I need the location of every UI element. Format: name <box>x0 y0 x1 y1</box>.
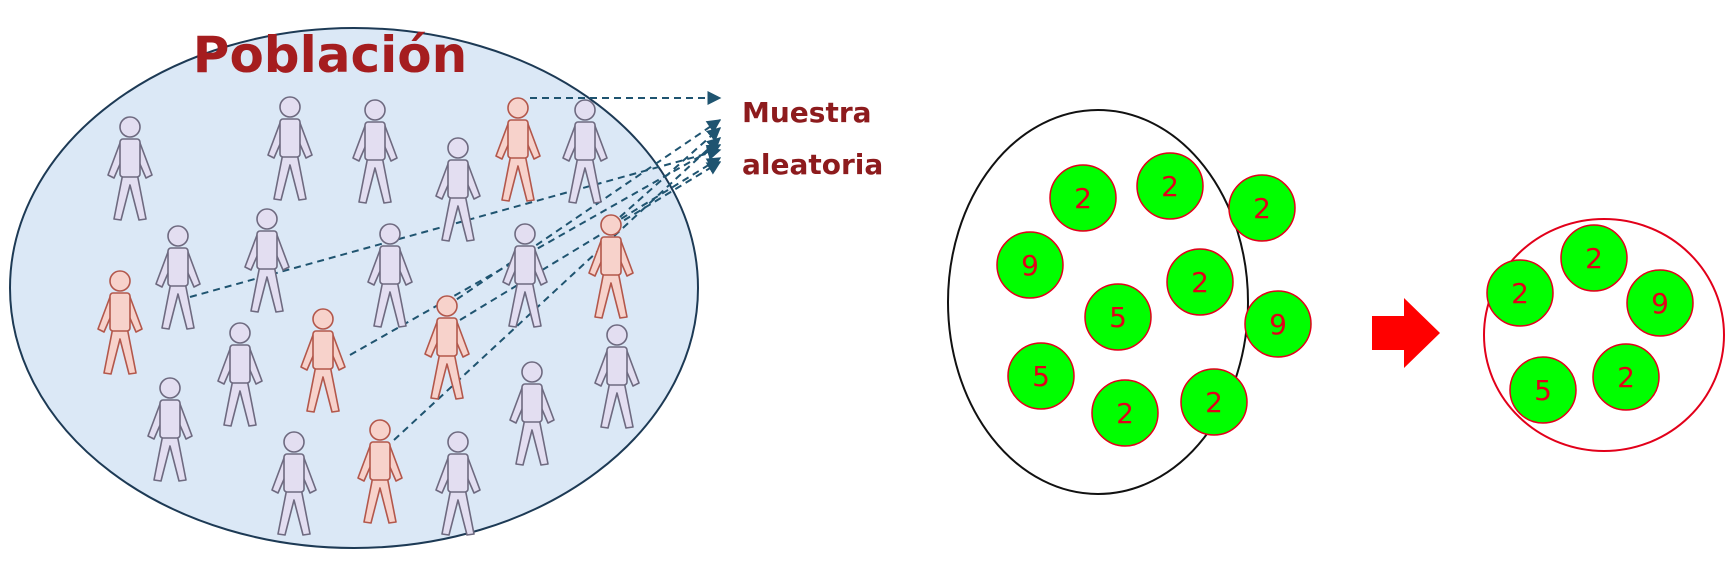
population-ball: 2 <box>1137 153 1203 219</box>
population-ball: 2 <box>1092 380 1158 446</box>
sample-ball: 2 <box>1561 225 1627 291</box>
population-diagram: Población Muestra aleatoria <box>10 26 883 548</box>
balls-diagram: 2 2 2 9 2 5 9 5 2 2 2 2 9 5 2 <box>948 110 1724 494</box>
ball-number: 2 <box>1074 182 1092 215</box>
ball-number: 2 <box>1116 397 1134 430</box>
population-title: Población <box>193 26 467 84</box>
ball-number: 9 <box>1269 308 1287 341</box>
ball-number: 2 <box>1511 277 1529 310</box>
ball-number: 5 <box>1534 374 1552 407</box>
ball-number: 2 <box>1191 266 1209 299</box>
sample-ball: 9 <box>1627 270 1693 336</box>
ball-number: 9 <box>1651 287 1669 320</box>
ball-number: 2 <box>1617 361 1635 394</box>
population-ball: 2 <box>1167 249 1233 315</box>
population-ball: 2 <box>1050 165 1116 231</box>
ball-number: 2 <box>1205 386 1223 419</box>
ball-number: 5 <box>1032 360 1050 393</box>
right-arrow-icon <box>1372 298 1440 368</box>
population-ball: 9 <box>1245 291 1311 357</box>
population-ball: 5 <box>1008 343 1074 409</box>
population-balls: 2 2 2 9 2 5 9 5 2 2 <box>997 153 1311 446</box>
population-ball: 5 <box>1085 284 1151 350</box>
sample-ball: 5 <box>1510 357 1576 423</box>
ball-number: 2 <box>1585 242 1603 275</box>
sample-label-line1: Muestra <box>742 96 872 129</box>
sample-label-line2: aleatoria <box>742 148 883 181</box>
ball-number: 9 <box>1021 249 1039 282</box>
ball-number: 2 <box>1253 192 1271 225</box>
population-ball: 2 <box>1229 175 1295 241</box>
sample-ball: 2 <box>1487 260 1553 326</box>
population-ball: 9 <box>997 232 1063 298</box>
sample-ball: 2 <box>1593 344 1659 410</box>
ball-number: 5 <box>1109 301 1127 334</box>
ball-number: 2 <box>1161 170 1179 203</box>
population-ball: 2 <box>1181 369 1247 435</box>
